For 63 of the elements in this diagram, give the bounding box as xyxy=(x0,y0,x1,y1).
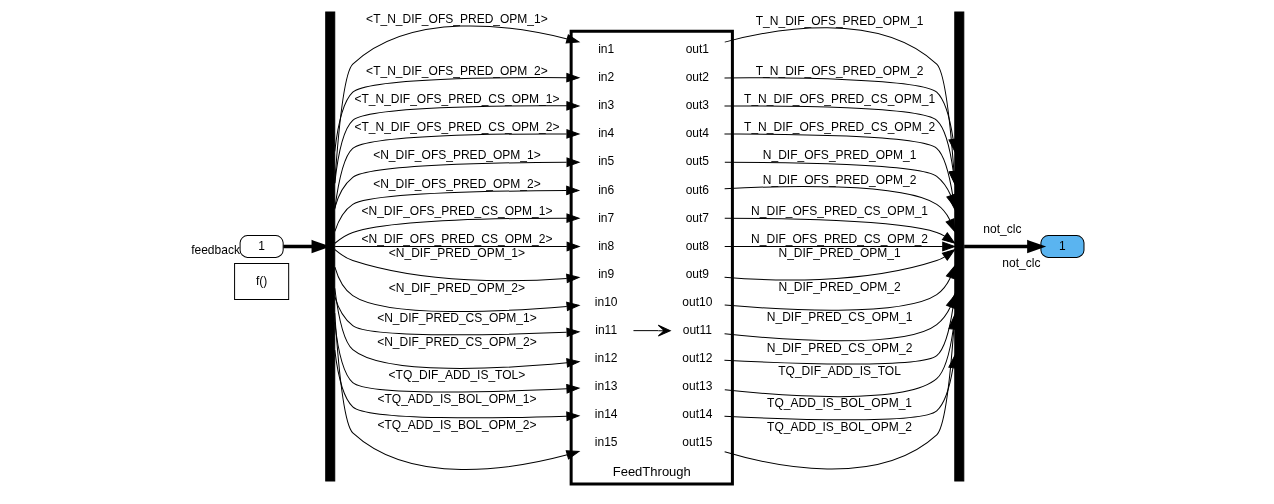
node-text: in7 xyxy=(597,210,614,225)
node-text: in5 xyxy=(597,154,614,169)
node-text: out4 xyxy=(685,126,709,141)
node-text: in11 xyxy=(594,322,617,337)
edge-label: <N_DIF_OFS_PRED_OPM_2> xyxy=(372,176,541,191)
node-text: out2 xyxy=(685,70,709,85)
node-text: in8 xyxy=(597,238,614,253)
node-text: in9 xyxy=(597,266,614,281)
edge-label: N_DIF_OFS_PRED_CS_OPM_2 xyxy=(750,232,928,247)
node-text: out7 xyxy=(685,210,709,225)
edge-label: N_DIF_OFS_PRED_OPM_2 xyxy=(762,172,916,187)
node-text: out11 xyxy=(682,322,712,337)
node-text: in3 xyxy=(597,98,614,113)
node-text: in2 xyxy=(597,70,614,85)
edge-label: N_DIF_OFS_PRED_CS_OPM_1 xyxy=(750,204,928,219)
node-text: out10 xyxy=(681,294,712,309)
edge-label: TQ_DIF_ADD_IS_TOL xyxy=(777,364,901,379)
node-text: out3 xyxy=(685,98,709,113)
edge-label: <T_N_DIF_OFS_PRED_OPM_2> xyxy=(365,63,548,78)
edge-label: <T_N_DIF_OFS_PRED_CS_OPM_2> xyxy=(353,119,559,134)
node-text: in12 xyxy=(594,350,618,365)
edge-label: not_clc xyxy=(982,222,1021,237)
node-label: feedback xyxy=(190,243,240,258)
node-label: not_clc xyxy=(1001,256,1040,271)
edge-label: N_DIF_PRED_CS_OPM_2 xyxy=(766,341,912,356)
node-text: in15 xyxy=(594,434,618,449)
edge-label: N_DIF_OFS_PRED_OPM_1 xyxy=(762,147,916,162)
edge-label: T_N_DIF_OFS_PRED_OPM_1 xyxy=(755,13,923,28)
edge-label: TQ_ADD_IS_BOL_OPM_1 xyxy=(766,396,912,411)
edge-label: <N_DIF_PRED_OPM_2> xyxy=(388,281,525,296)
edge-label: T_N_DIF_OFS_PRED_CS_OPM_1 xyxy=(743,91,935,106)
node-text: out14 xyxy=(681,406,712,421)
edge-label: <N_DIF_PRED_CS_OPM_1> xyxy=(376,311,537,326)
edge-label: T_N_DIF_OFS_PRED_CS_OPM_2 xyxy=(743,119,935,134)
node-text: out13 xyxy=(681,378,712,393)
node-text: in1 xyxy=(597,42,614,57)
edge-label: <T_N_DIF_OFS_PRED_OPM_1> xyxy=(365,11,548,26)
node-text: in13 xyxy=(594,378,618,393)
edge-label: TQ_ADD_IS_BOL_OPM_2 xyxy=(766,420,912,435)
node-text: out6 xyxy=(685,182,709,197)
edge-label: <N_DIF_OFS_PRED_OPM_1> xyxy=(372,147,541,162)
node-text: out15 xyxy=(681,434,712,449)
edge-label: <N_DIF_OFS_PRED_CS_OPM_2> xyxy=(360,232,552,247)
node-text: in14 xyxy=(594,406,618,421)
edge-label: T_N_DIF_OFS_PRED_OPM_2 xyxy=(755,63,923,78)
edge-label: N_DIF_PRED_OPM_2 xyxy=(777,280,901,295)
node-text: out1 xyxy=(685,42,709,57)
node-text: out8 xyxy=(685,238,709,253)
edge-label: N_DIF_PRED_CS_OPM_1 xyxy=(766,310,912,325)
edge-label: <TQ_DIF_ADD_IS_TOL> xyxy=(388,368,525,383)
node-text: out5 xyxy=(685,154,709,169)
edge-label: <TQ_ADD_IS_BOL_OPM_2> xyxy=(376,418,536,433)
edge-label: <T_N_DIF_OFS_PRED_CS_OPM_1> xyxy=(353,91,559,106)
edge-label: <N_DIF_PRED_CS_OPM_2> xyxy=(376,335,537,350)
node-text: out9 xyxy=(685,266,709,281)
edge-label: N_DIF_PRED_OPM_1 xyxy=(777,246,901,261)
node-text: out12 xyxy=(681,350,712,365)
edge-label: <N_DIF_PRED_OPM_1> xyxy=(388,246,525,261)
node-text: in4 xyxy=(597,126,614,141)
node-text: in6 xyxy=(597,182,614,197)
node-text: in10 xyxy=(594,294,618,309)
edge-label: <TQ_ADD_IS_BOL_OPM_1> xyxy=(376,392,536,407)
edge-label: <N_DIF_OFS_PRED_CS_OPM_1> xyxy=(360,204,552,219)
